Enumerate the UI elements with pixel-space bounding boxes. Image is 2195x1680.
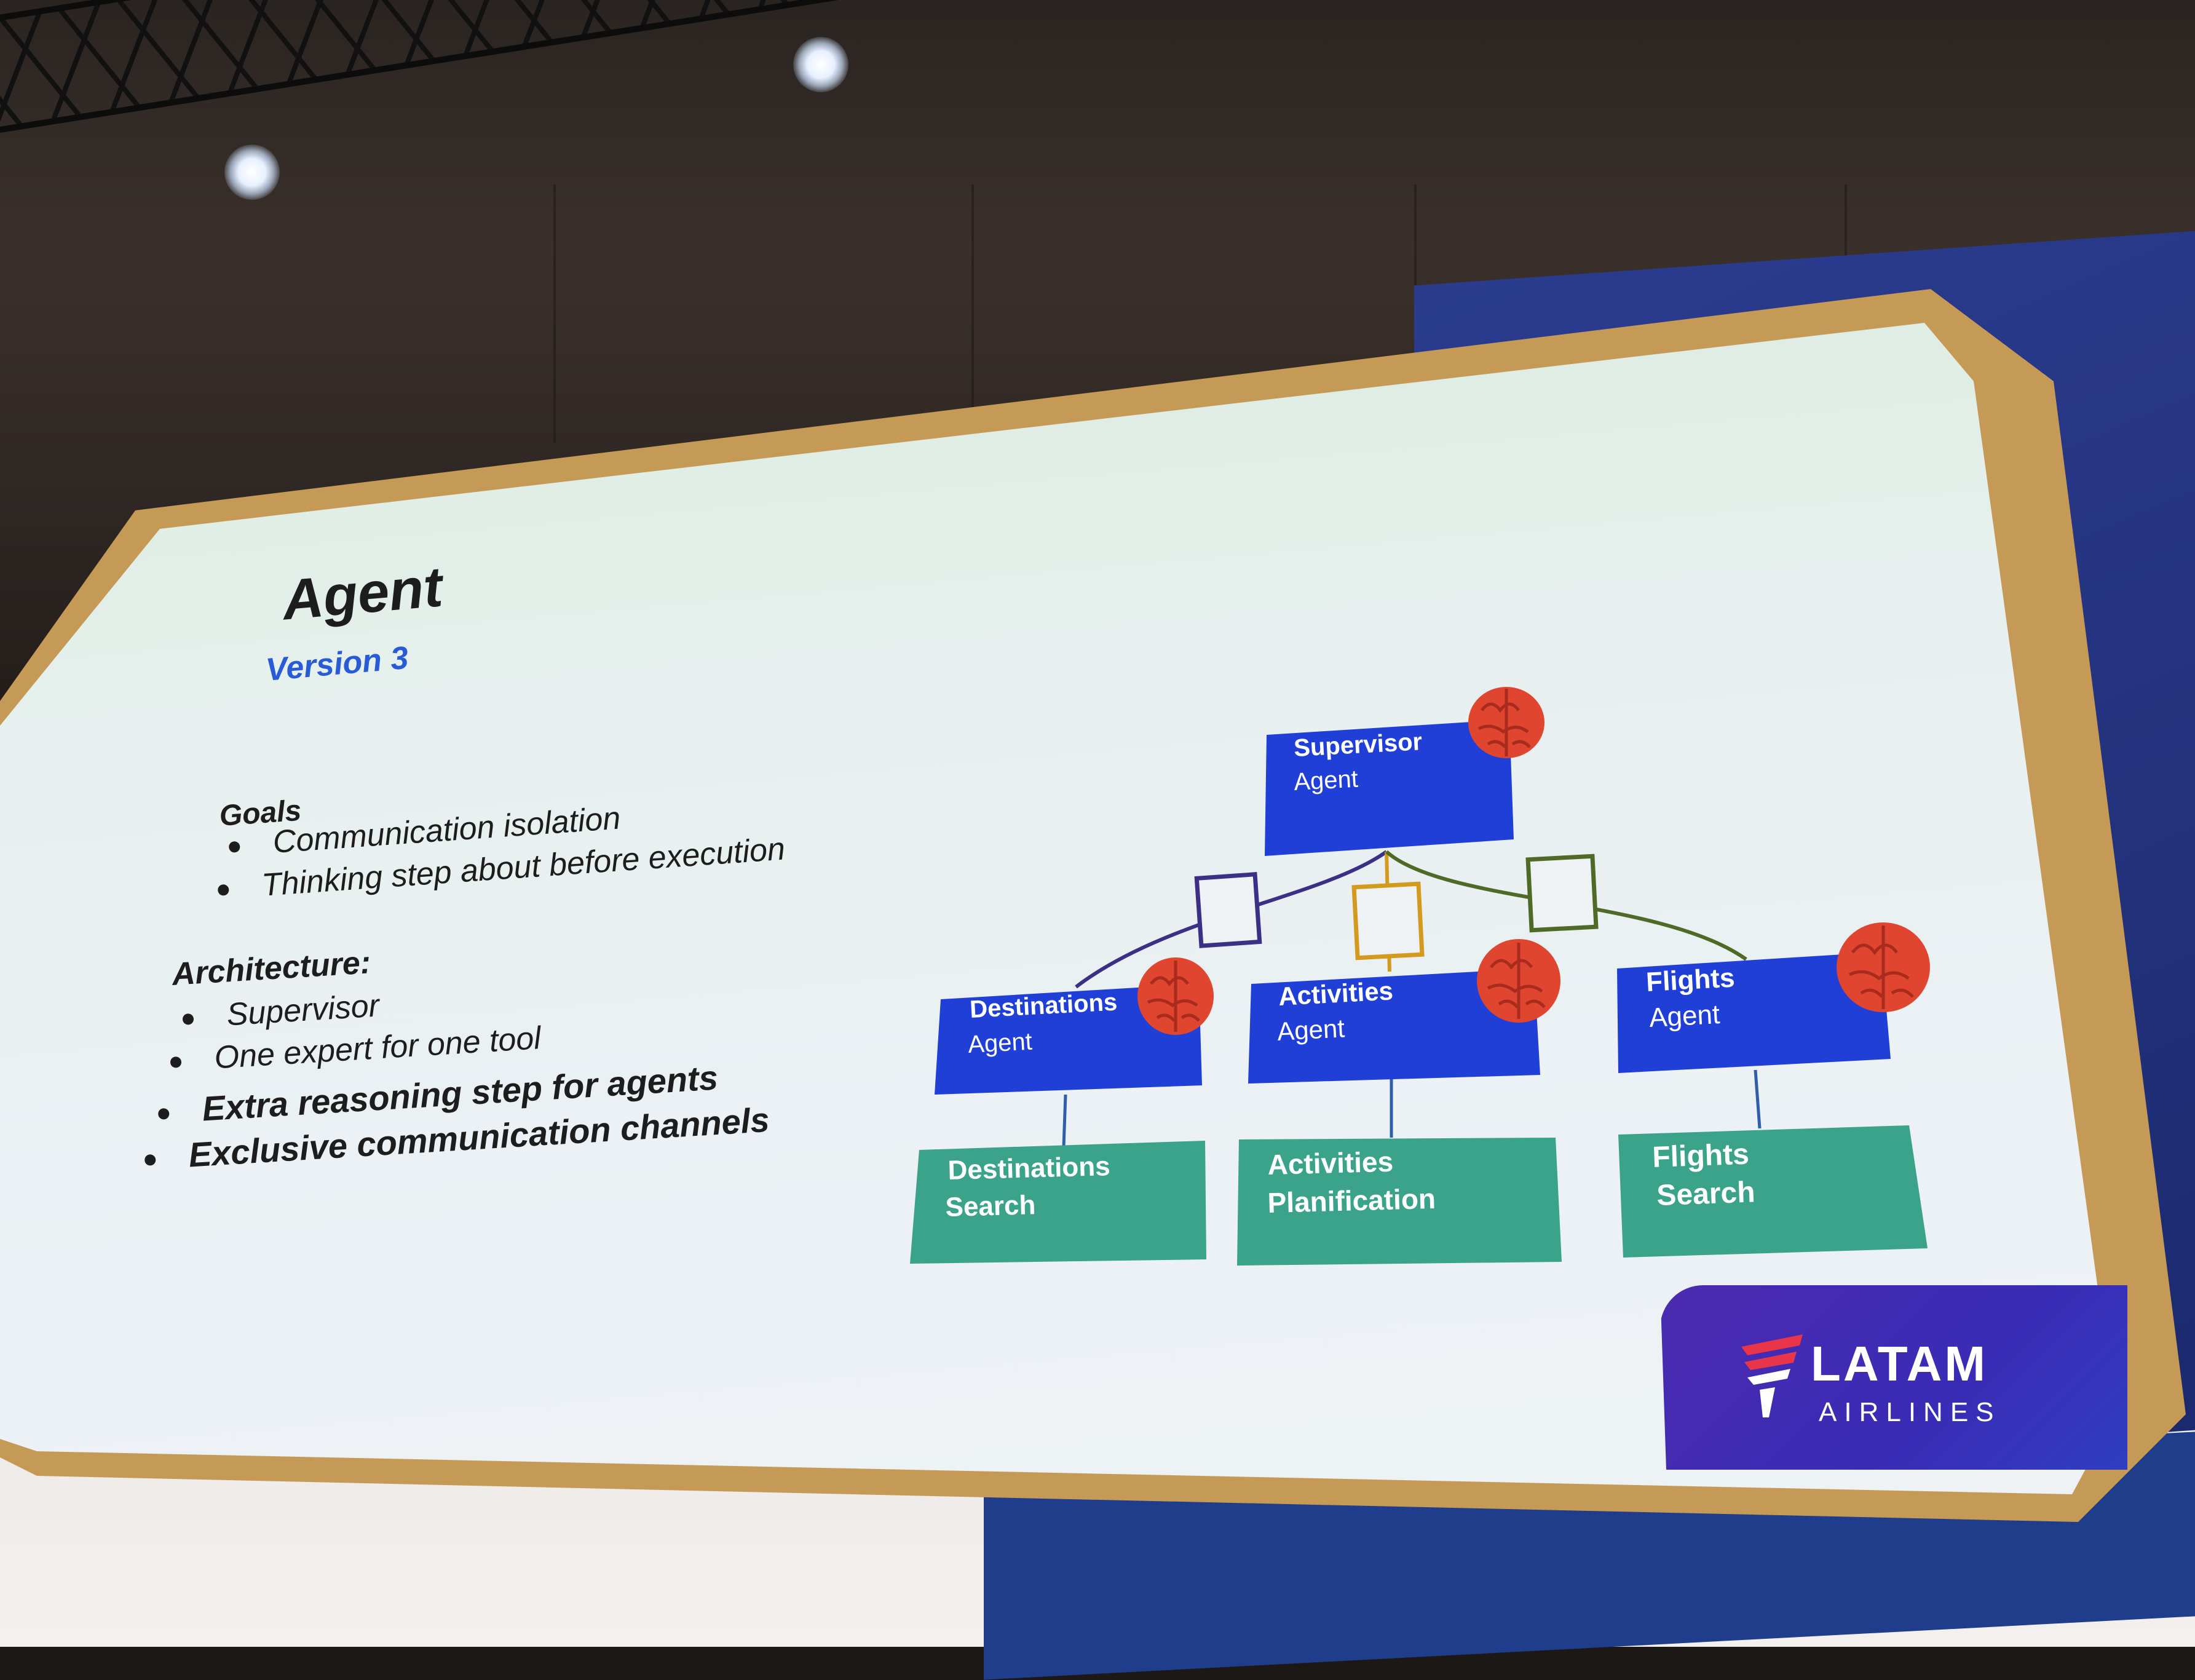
activities-planification-subtitle: Planification [1267, 1183, 1436, 1219]
destinations-agent-subtitle: Agent [967, 1028, 1033, 1058]
activities-agent-box [1248, 969, 1540, 1084]
channel-box-activities [1351, 881, 1425, 961]
activities-agent-subtitle: Agent [1276, 1013, 1345, 1046]
channel-box-flights [1525, 854, 1599, 933]
brain-icon [1137, 957, 1214, 1035]
brain-icon [1477, 939, 1560, 1023]
latam-logo-panel [1660, 1285, 2127, 1470]
activities-agent-title: Activities [1278, 976, 1394, 1011]
flights-agent-title: Flights [1645, 963, 1736, 997]
supervisor-agent-subtitle: Agent [1293, 766, 1359, 796]
latam-logo-subtext: AIRLINES [1819, 1397, 2001, 1427]
tool-link-flights [1754, 1069, 1762, 1129]
flights-search-subtitle: Search [1656, 1176, 1756, 1212]
flights-agent-subtitle: Agent [1648, 999, 1720, 1033]
supervisor-agent-box [1265, 719, 1514, 856]
flights-agent-box [1617, 952, 1891, 1073]
stage-light [793, 37, 848, 92]
stage-light [224, 145, 280, 200]
ceiling-panel-seam [971, 184, 974, 443]
channel-box-destinations [1194, 872, 1262, 948]
destinations-search-subtitle: Search [945, 1190, 1036, 1222]
destinations-search-title: Destinations [947, 1151, 1110, 1186]
brain-icon [1468, 687, 1544, 758]
flights-search-box [1618, 1125, 1928, 1258]
tool-link-destinations [1062, 1094, 1067, 1147]
destinations-agent-box [935, 984, 1202, 1095]
latam-logo-wordmark: LATAM [1811, 1336, 1988, 1391]
destinations-search-box [910, 1141, 1206, 1264]
ceiling-panel-seam [553, 184, 556, 443]
supervisor-agent-title: Supervisor [1293, 728, 1423, 762]
flights-search-title: Flights [1652, 1138, 1750, 1174]
activities-planification-box [1237, 1138, 1562, 1266]
brain-icon [1837, 922, 1930, 1012]
latam-logo-mark [1741, 1334, 1803, 1417]
activities-planification-title: Activities [1267, 1146, 1394, 1181]
